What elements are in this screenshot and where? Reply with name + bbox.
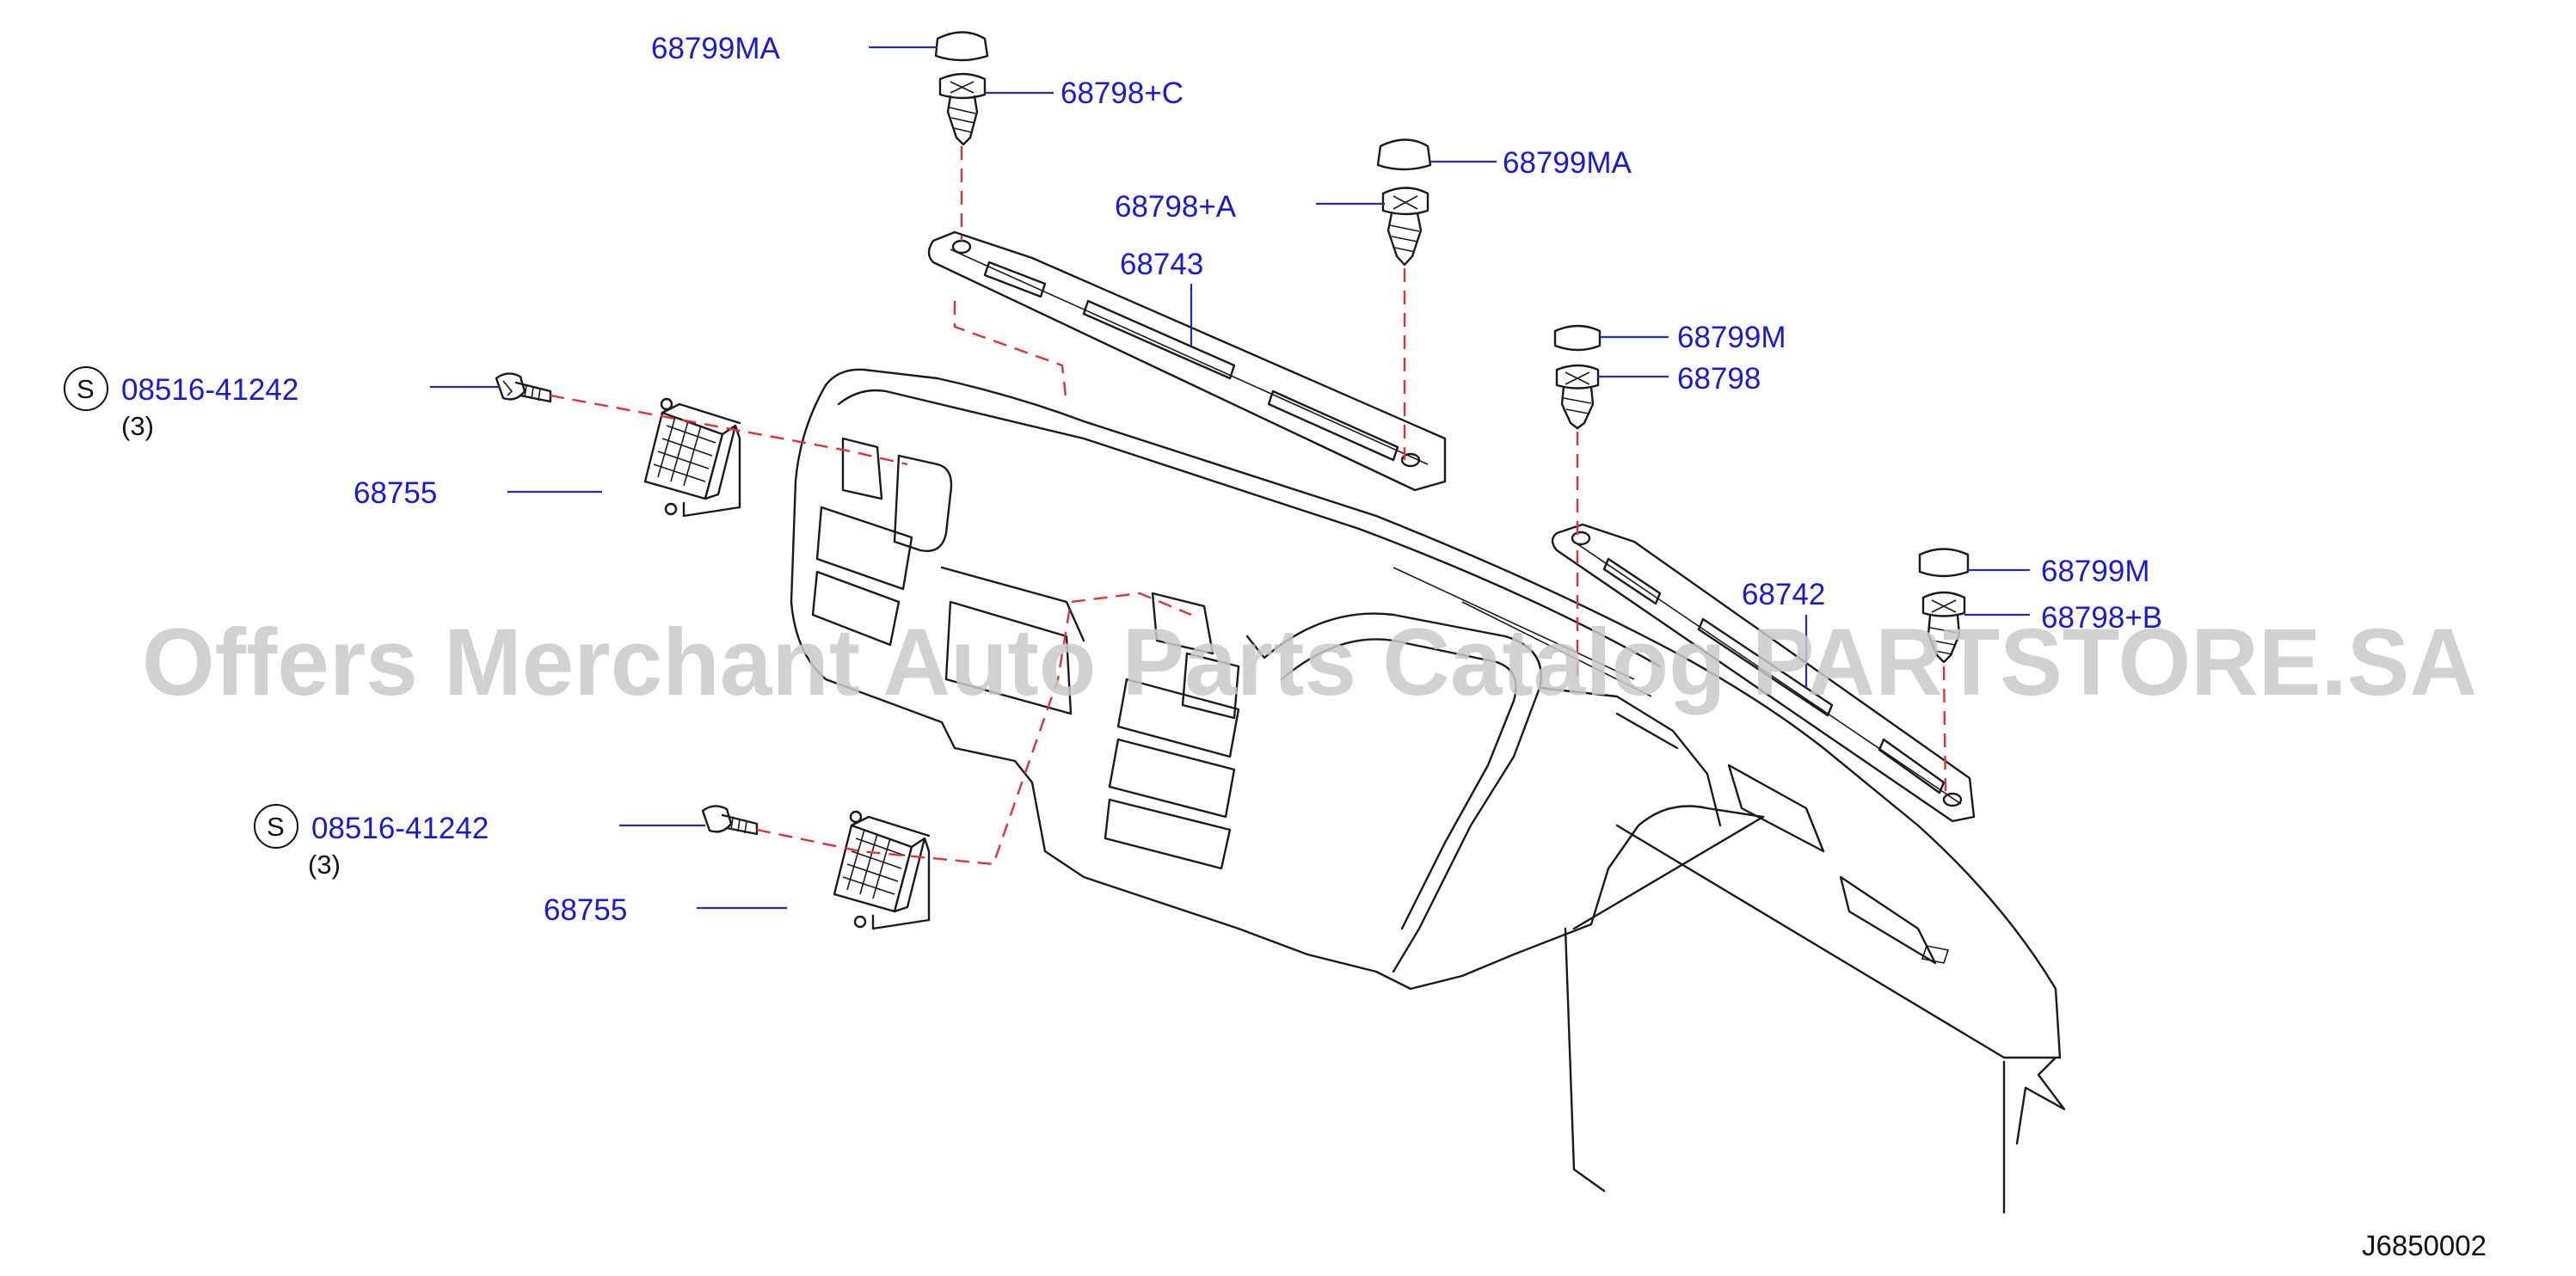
label-68755-lower[interactable]: 68755 xyxy=(544,893,627,927)
clip-stack-top-mid xyxy=(1376,138,1432,267)
label-08516-41242-lower[interactable]: 08516-41242 xyxy=(311,812,489,845)
screw-lower xyxy=(701,805,759,836)
label-68743[interactable]: 68743 xyxy=(1120,248,1203,281)
std-mark-lower: S xyxy=(267,812,285,842)
label-08516-41242-upper[interactable]: 08516-41242 xyxy=(121,373,298,407)
assembly-lines xyxy=(550,146,1947,866)
defroster-garnish-right xyxy=(1551,523,1976,823)
std-mark-circle-upper xyxy=(64,366,108,411)
label-68799ma-top-left[interactable]: 68799MA xyxy=(651,32,780,65)
qty-lower: (3) xyxy=(308,850,341,880)
defroster-garnish-left xyxy=(927,230,1447,492)
clip-stack-top-left xyxy=(934,31,989,146)
label-68742[interactable]: 68742 xyxy=(1742,578,1825,611)
label-68798c[interactable]: 68798+C xyxy=(1061,77,1183,110)
qty-upper: (3) xyxy=(121,411,154,441)
clip-stack-right-lower xyxy=(1918,548,1970,664)
label-68799m-upper[interactable]: 68799M xyxy=(1677,321,1786,354)
instrument-panel-drawing xyxy=(790,368,2066,1214)
side-vent-upper xyxy=(643,397,741,518)
leader-lines xyxy=(430,46,2030,910)
diagram-code: J6850002 xyxy=(2362,1230,2487,1261)
label-68798a[interactable]: 68798+A xyxy=(1115,190,1237,224)
std-mark-upper: S xyxy=(77,374,95,404)
label-68798[interactable]: 68798 xyxy=(1677,362,1761,396)
std-mark-circle-lower xyxy=(254,804,298,849)
screw-upper xyxy=(495,372,552,403)
label-68798b[interactable]: 68798+B xyxy=(2041,601,2162,635)
label-68755-upper[interactable]: 68755 xyxy=(354,476,437,510)
watermark: Offers Merchant Auto Parts Catalog PARTS… xyxy=(142,610,2477,715)
side-vent-lower xyxy=(833,810,931,930)
label-68799m-lower[interactable]: 68799M xyxy=(2041,555,2149,588)
clip-stack-right-upper xyxy=(1553,324,1602,430)
part-labels: 68799MA 68798+C 68799MA 68798+A 68743 68… xyxy=(64,32,2487,1261)
label-68799ma-top-mid[interactable]: 68799MA xyxy=(1503,146,1632,180)
